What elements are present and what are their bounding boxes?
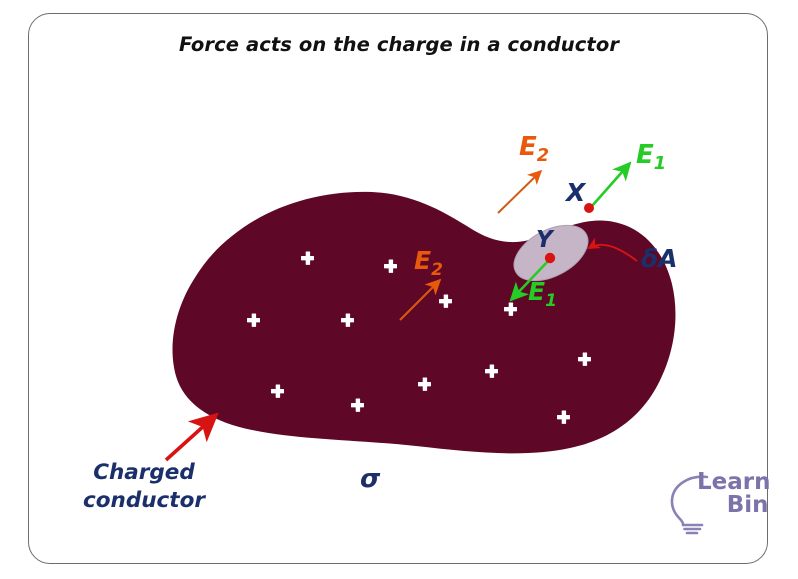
label-E1-inner: E1: [528, 277, 557, 311]
E2-inner-arrow: [399, 278, 442, 321]
label-delta-area: δA: [641, 244, 678, 273]
plus-charge: [485, 364, 498, 378]
label-E2-inner: E2: [414, 246, 443, 280]
plus-charge: [578, 352, 591, 366]
label-point-X: X: [566, 178, 586, 207]
plus-charge: [301, 251, 314, 265]
plus-charge: [418, 377, 431, 391]
plus-charge: [384, 259, 397, 273]
figure-title: Force acts on the charge in a conductor: [178, 33, 620, 56]
deltaA-pointer-arrow: [587, 237, 638, 262]
label-surface-charge-density: σ: [360, 464, 381, 494]
plus-charge: [351, 398, 364, 412]
plus-charge: [557, 410, 570, 424]
lightbulb-icon: [670, 475, 709, 535]
E1-outer-arrow: [591, 161, 632, 207]
label-E1-outer: E1: [636, 140, 667, 175]
learnbin-logo-text: Learn Bin: [697, 469, 771, 519]
point-X-dot: [584, 203, 594, 213]
charged-conductor-pointer-arrow: [164, 412, 219, 462]
label-E2-outer: E2: [519, 132, 550, 167]
E2-outer-arrow: [497, 169, 543, 214]
label-point-Y: Y: [536, 227, 553, 253]
plus-charge: [504, 302, 517, 316]
plus-charge: [341, 313, 354, 327]
plus-charge: [271, 384, 284, 398]
plus-charge: [247, 313, 260, 327]
E1-inner-arrow: [509, 257, 552, 302]
conductor-blob: [172, 191, 676, 454]
plus-charge: [439, 294, 452, 308]
learnbin-logo: [670, 475, 709, 535]
positive-charge-markers: [247, 251, 591, 424]
point-Y-dot: [544, 252, 556, 264]
